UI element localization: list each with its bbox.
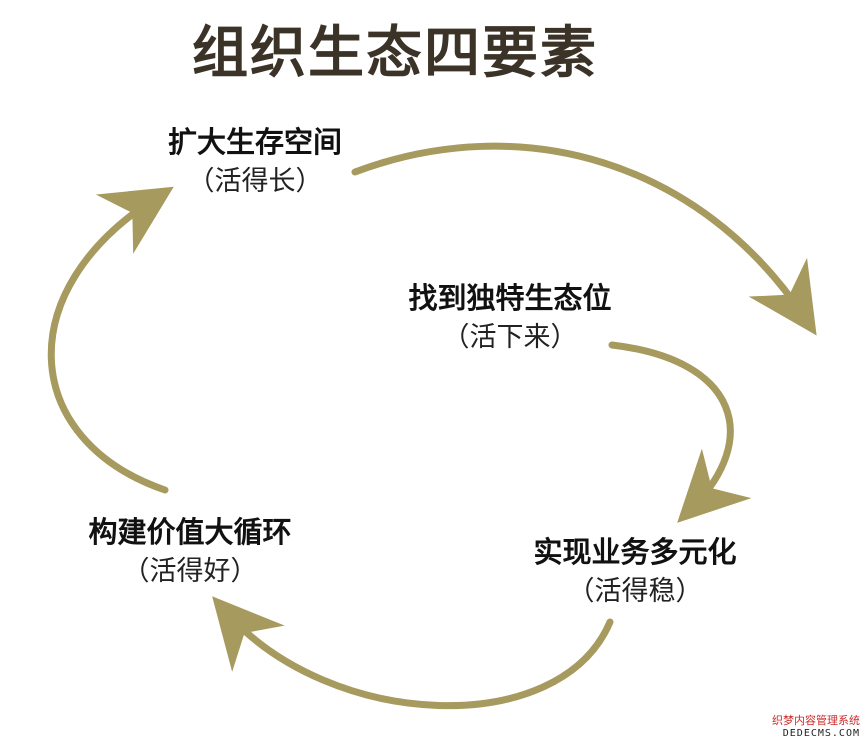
arrow-top-to-right — [351, 142, 817, 336]
node-value-cycle: 构建价值大循环 （活得好） — [55, 512, 325, 592]
diagram-title: 组织生态四要素 — [192, 20, 598, 86]
node-left-sub-label: （活得好） — [122, 556, 258, 587]
watermark: 织梦内容管理系统 DEDECMS.COM — [772, 714, 860, 740]
node-center-main-label: 找到独特生态位 — [408, 281, 612, 315]
node-center-sub-label: （活下来） — [442, 322, 578, 353]
node-expand-living-space: 扩大生存空间 （活得长） — [130, 122, 380, 202]
node-find-unique-niche: 找到独特生态位 （活下来） — [380, 278, 640, 358]
arrow-left-to-top — [47, 186, 174, 494]
node-business-diversification: 实现业务多元化 （活得稳） — [505, 532, 765, 612]
arrow-center-to-right — [608, 341, 752, 523]
watermark-line-2: DEDECMS.COM — [782, 728, 860, 739]
watermark-line-1: 织梦内容管理系统 — [772, 714, 860, 727]
node-top-sub-label: （活得长） — [187, 166, 323, 197]
node-right-sub-label: （活得稳） — [567, 576, 703, 607]
node-left-main-label: 构建价值大循环 — [88, 515, 292, 549]
node-top-main-label: 扩大生存空间 — [167, 125, 342, 159]
arrow-right-to-left — [212, 596, 614, 710]
node-right-main-label: 实现业务多元化 — [533, 535, 737, 569]
